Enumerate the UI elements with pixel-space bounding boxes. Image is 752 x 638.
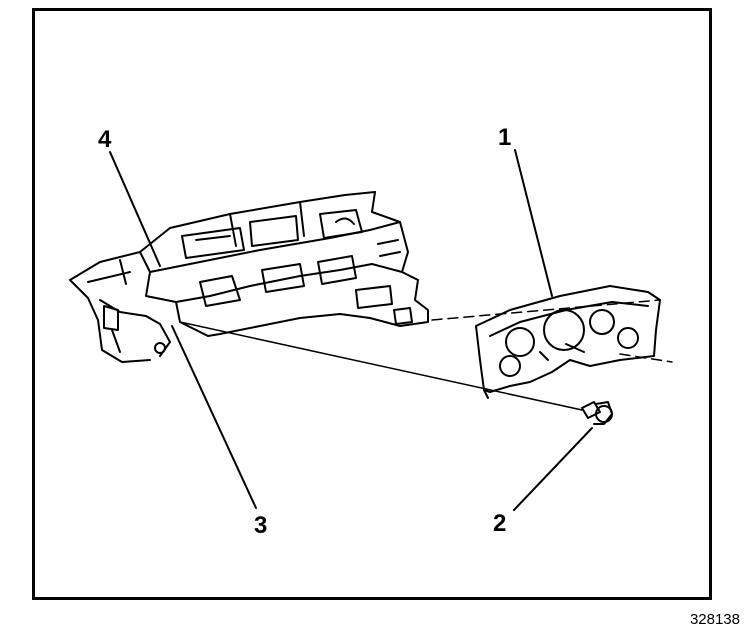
leader-line-4 <box>109 151 161 267</box>
leader-line-2 <box>513 427 593 511</box>
instrument-panel-carrier <box>69 191 429 363</box>
figure-id: 328138 <box>689 611 740 628</box>
mounting-screw <box>581 401 613 425</box>
leader-line-1 <box>514 149 553 297</box>
leader-lines <box>109 149 593 511</box>
screw-axis-line <box>179 321 583 411</box>
callout-2: 2 <box>493 510 507 537</box>
callout-4: 4 <box>98 126 112 153</box>
alignment-lines <box>431 299 673 363</box>
leader-line-3 <box>171 325 257 509</box>
callout-1: 1 <box>498 124 512 151</box>
callout-3: 3 <box>254 512 268 539</box>
